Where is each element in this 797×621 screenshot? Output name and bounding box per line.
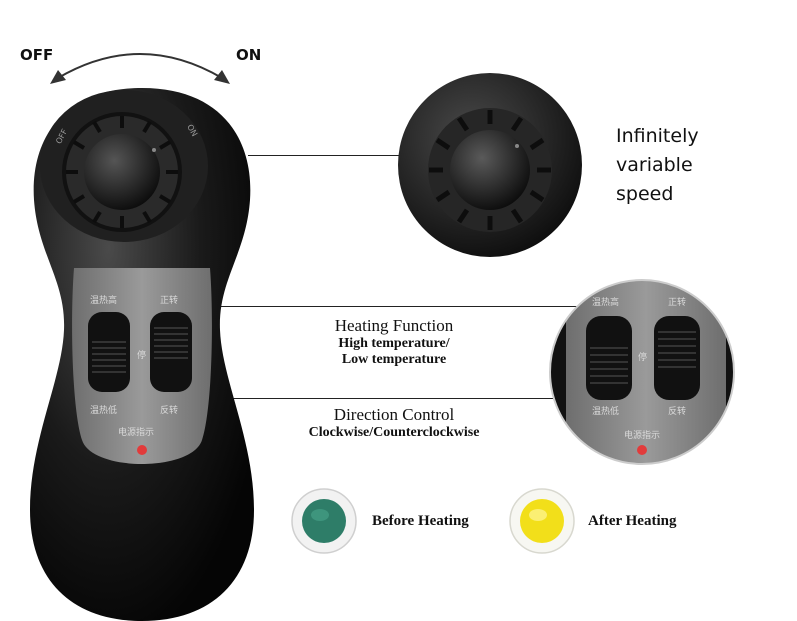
rotation-arrow-icon — [50, 53, 230, 84]
heating-title: Heating Function — [334, 316, 454, 335]
direction-title: Direction Control — [333, 405, 455, 424]
direction-control-block: Direction Control Clockwise/Counterclock… — [274, 405, 514, 441]
after-heating-label: After Heating — [588, 513, 677, 529]
stop-label: 停 — [137, 351, 147, 361]
before-heating-label: Before Heating — [372, 513, 469, 529]
heat-low-label: 温热低 — [90, 406, 118, 416]
heating-function-block: Heating Function High temperature/ Low t… — [294, 316, 494, 368]
off-label: OFF — [20, 46, 54, 64]
knob-callout-line1: Infinitely — [616, 125, 699, 147]
knob-callout-line2: variable — [616, 154, 693, 176]
direction-line1: Clockwise/Counterclockwise — [308, 425, 480, 440]
on-label: ON — [236, 46, 262, 64]
power-led — [137, 445, 147, 455]
zoom-power-indicator-label: 电源指示 — [624, 431, 661, 441]
zoom-forward-label: 正转 — [668, 298, 687, 308]
direction-connector-line — [190, 398, 590, 399]
heating-connector-line-top — [150, 306, 580, 307]
reverse-label: 反转 — [160, 406, 179, 416]
power-indicator-label: 电源指示 — [118, 428, 155, 438]
knob-zoom-view — [398, 73, 582, 257]
heating-line2: Low temperature — [341, 352, 447, 367]
zoom-stop-label: 停 — [638, 353, 648, 363]
heat-level-switch[interactable] — [88, 312, 130, 392]
speed-knob[interactable] — [62, 112, 182, 232]
knob-connector-line — [248, 155, 408, 156]
after-heating-indicator-icon — [509, 488, 575, 554]
switch-zoom-view — [549, 279, 735, 465]
remote-controller — [30, 88, 254, 621]
heat-high-label: 温热高 — [90, 296, 118, 306]
before-heating-indicator-icon — [291, 488, 357, 554]
knob-callout-text: Infinitely variable speed — [616, 122, 699, 209]
zoom-heat-high-label: 温热高 — [592, 298, 620, 308]
knob-callout-line3: speed — [616, 183, 674, 205]
direction-switch[interactable] — [150, 312, 192, 392]
heating-line1: High temperature/ — [338, 336, 450, 351]
zoom-reverse-label: 反转 — [668, 407, 687, 417]
zoom-heat-low-label: 温热低 — [592, 407, 620, 417]
forward-label: 正转 — [160, 296, 179, 306]
